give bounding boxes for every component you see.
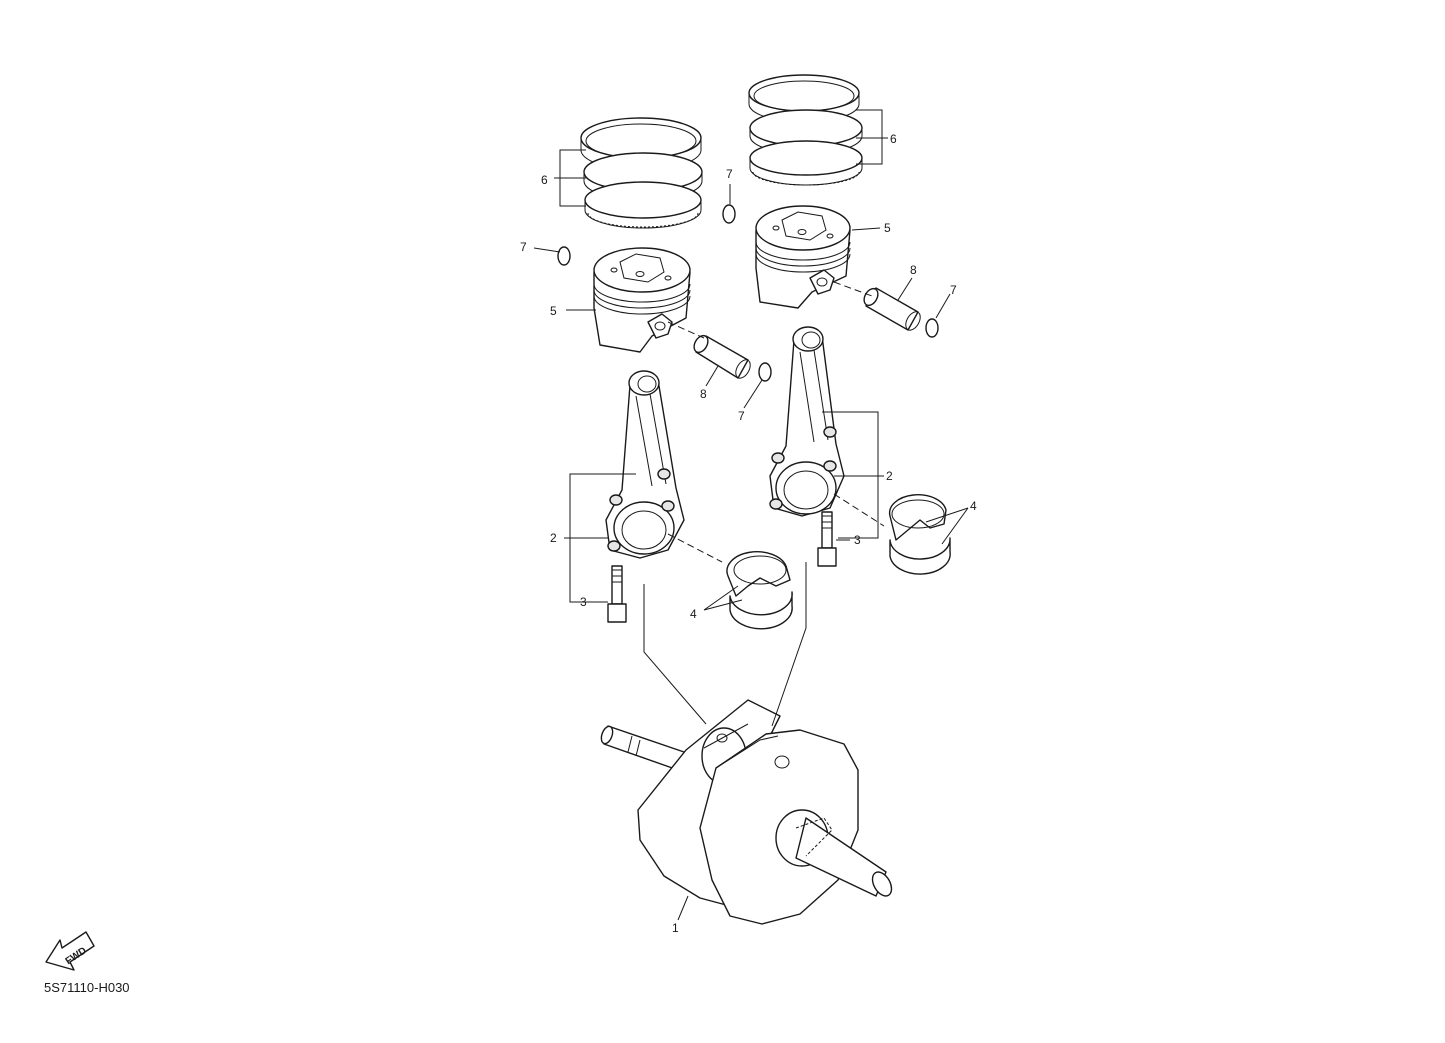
drawing-code: 5S71110-H030 (44, 980, 130, 995)
bearing-left (726, 551, 793, 630)
callout-3-left: 3 (580, 595, 587, 609)
callout-1: 1 (672, 921, 679, 935)
callout-5-right: 5 (884, 221, 891, 235)
callout-8-right: 8 (910, 263, 917, 277)
callout-7-left-lower: 7 (738, 409, 745, 423)
piston-right (755, 205, 851, 309)
callout-8-left: 8 (700, 387, 707, 401)
callout-leaders (533, 109, 969, 921)
callout-6-left: 6 (541, 173, 548, 187)
callout-4-right: 4 (970, 499, 977, 513)
crankshaft (600, 699, 893, 925)
connecting-rod-left (605, 370, 685, 559)
fwd-arrow-icon: FWD (45, 931, 95, 971)
rod-bolt-left (607, 565, 627, 623)
piston-rings-left (580, 117, 703, 229)
piston-pin-left (693, 334, 751, 379)
rod-bolt-right (817, 511, 837, 567)
piston-rings-right (748, 74, 863, 186)
circlip-right-upper (722, 204, 736, 224)
circlip-right-lower (925, 318, 939, 338)
callout-2-right: 2 (886, 469, 893, 483)
callout-5-left: 5 (550, 304, 557, 318)
connecting-rod-right (769, 326, 845, 517)
callout-3-right: 3 (854, 533, 861, 547)
piston-left (593, 247, 691, 353)
callout-7-left-upper: 7 (520, 240, 527, 254)
callout-6-right: 6 (890, 132, 897, 146)
circlip-left-lower (758, 362, 772, 382)
bearing-right (888, 494, 951, 575)
callout-2-left: 2 (550, 531, 557, 545)
piston-pin-right (863, 287, 921, 331)
callout-7-right-lower: 7 (950, 283, 957, 297)
callout-4-left: 4 (690, 607, 697, 621)
circlip-left-upper (557, 246, 571, 266)
callout-7-right-upper: 7 (726, 167, 733, 181)
